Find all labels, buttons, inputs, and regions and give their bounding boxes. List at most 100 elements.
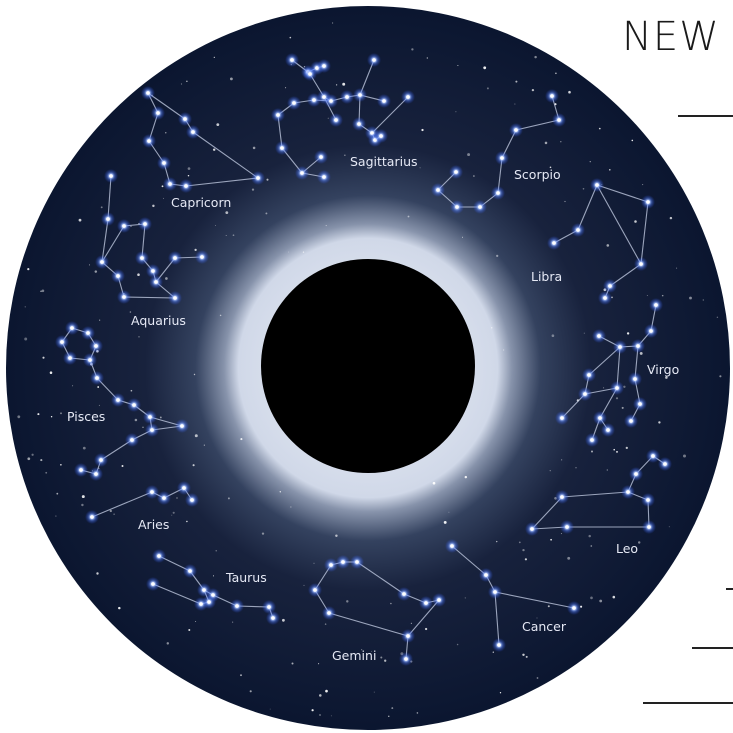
- background-star: [503, 349, 505, 351]
- sagittarius-star-core: [382, 99, 386, 103]
- virgo-star-core: [629, 419, 633, 423]
- background-star: [130, 389, 133, 392]
- label-gemini: Gemini: [332, 648, 376, 663]
- background-star: [195, 201, 198, 203]
- leo-line: [561, 491, 629, 498]
- background-star: [171, 514, 173, 516]
- background-star: [79, 419, 82, 422]
- background-star: [99, 319, 101, 321]
- background-star: [486, 87, 489, 90]
- libra-star-core: [552, 241, 556, 245]
- background-star: [464, 475, 468, 479]
- background-star: [642, 184, 644, 186]
- background-star: [172, 511, 175, 514]
- libra-star-core: [576, 228, 580, 232]
- background-star: [612, 595, 616, 599]
- background-star: [187, 167, 191, 170]
- background-star: [424, 627, 428, 631]
- background-star: [524, 558, 528, 561]
- background-star: [81, 495, 85, 499]
- virgo-star-core: [654, 303, 658, 307]
- capricorn-line: [185, 177, 259, 187]
- background-star: [567, 556, 571, 560]
- background-star: [194, 434, 198, 438]
- background-star: [289, 36, 292, 39]
- capricorn-star-core: [183, 117, 187, 121]
- background-star: [621, 406, 624, 409]
- background-star: [384, 659, 387, 662]
- pisces-star-core: [79, 468, 83, 472]
- gemini-line: [328, 612, 409, 637]
- background-star: [265, 212, 268, 215]
- background-star: [240, 674, 242, 677]
- blank-line-2: [726, 588, 733, 590]
- pisces-star-core: [99, 458, 103, 462]
- libra-star-core: [595, 183, 599, 187]
- aquarius-line: [101, 218, 109, 263]
- background-star: [42, 356, 45, 359]
- background-star: [186, 80, 188, 82]
- blank-line-4: [643, 702, 733, 704]
- virgo-star-core: [649, 329, 653, 333]
- background-star: [96, 420, 98, 422]
- background-star: [560, 140, 562, 143]
- pisces-star-core: [150, 428, 154, 432]
- gemini-star-core: [402, 592, 406, 596]
- background-star: [195, 621, 197, 622]
- background-star: [81, 503, 84, 507]
- virgo-star-core: [606, 428, 610, 432]
- scorpio-star-core: [500, 156, 504, 160]
- taurus-star-core: [151, 582, 155, 586]
- background-star: [194, 248, 197, 252]
- background-star: [609, 169, 611, 171]
- scorpio-line: [515, 119, 560, 131]
- label-cancer: Cancer: [522, 619, 567, 634]
- background-star: [411, 48, 414, 51]
- aries-star-core: [190, 498, 194, 502]
- background-star: [31, 453, 34, 456]
- pisces-star-core: [94, 344, 98, 348]
- background-star: [490, 327, 493, 329]
- aquarius-star-core: [100, 260, 104, 264]
- pisces-star-core: [148, 415, 152, 419]
- background-star: [165, 277, 168, 280]
- background-star: [515, 80, 518, 83]
- background-star: [232, 621, 234, 623]
- aquarius-star-core: [122, 224, 126, 228]
- background-star: [37, 413, 40, 416]
- background-star: [232, 234, 235, 237]
- background-star: [251, 188, 255, 191]
- background-star: [163, 197, 164, 199]
- background-star: [335, 84, 338, 86]
- background-star: [492, 651, 494, 653]
- background-star: [483, 66, 487, 70]
- pisces-star-core: [132, 403, 136, 407]
- constellation-stars: [55, 53, 672, 666]
- virgo-star-core: [597, 334, 601, 338]
- libra-line: [577, 184, 598, 231]
- aquarius-star-core: [173, 256, 177, 260]
- background-star: [97, 386, 100, 388]
- sagittarius-star-core: [280, 146, 284, 150]
- label-virgo: Virgo: [647, 362, 679, 377]
- gemini-star-core: [424, 601, 428, 605]
- virgo-star-core: [636, 344, 640, 348]
- background-star: [590, 596, 593, 600]
- background-star: [549, 166, 552, 169]
- cancer-line: [494, 591, 575, 609]
- scorpio-star-core: [514, 128, 518, 132]
- background-star: [332, 22, 334, 24]
- background-star: [661, 294, 664, 297]
- background-star: [176, 497, 178, 499]
- sagittarius-star-core: [358, 93, 362, 97]
- background-star: [98, 404, 100, 406]
- background-star: [590, 545, 593, 547]
- center-hole: [261, 259, 475, 473]
- background-star: [518, 541, 521, 544]
- background-star: [613, 448, 615, 451]
- background-star: [564, 200, 566, 203]
- background-star: [45, 471, 48, 474]
- sagittarius-star-core: [276, 113, 280, 117]
- aquarius-star-core: [140, 256, 144, 260]
- background-star: [212, 148, 216, 151]
